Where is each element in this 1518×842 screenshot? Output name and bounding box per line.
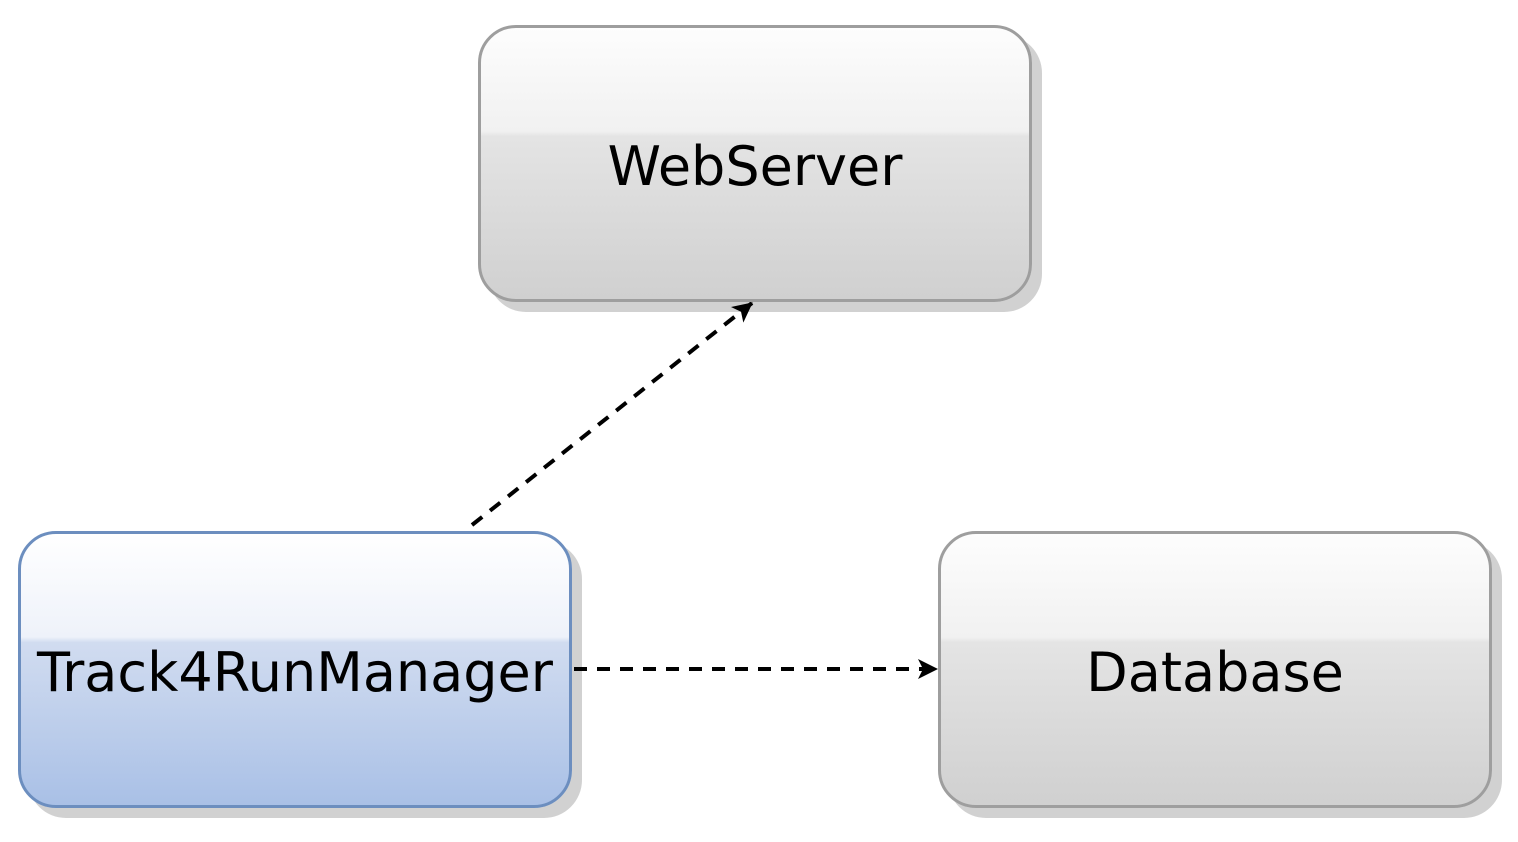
node-track4runmanager-label: Track4RunManager — [37, 641, 553, 704]
node-webserver[interactable]: WebServer — [478, 25, 1032, 302]
node-track4runmanager[interactable]: Track4RunManager — [18, 531, 572, 808]
node-database-label: Database — [1086, 641, 1344, 704]
node-webserver-label: WebServer — [607, 135, 903, 198]
edge-track4run-to-webserver — [470, 301, 754, 527]
node-database[interactable]: Database — [938, 531, 1492, 808]
